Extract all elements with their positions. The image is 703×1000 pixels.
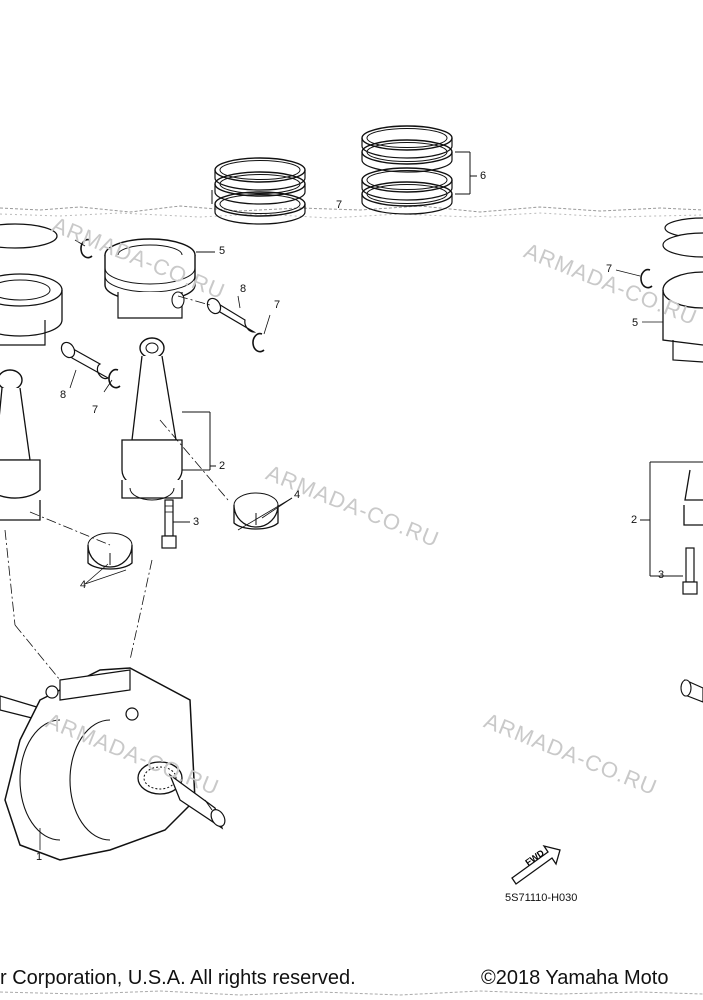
connecting-rods [0, 337, 703, 576]
torn-edge-top [0, 205, 703, 219]
fwd-arrow-icon: FWD [511, 844, 561, 885]
piston-pins [60, 295, 257, 389]
callout-8: 8 [60, 389, 67, 401]
piston-right [642, 217, 703, 363]
assembly-guide-lines [4, 295, 229, 681]
conrod-bolts [161, 499, 698, 595]
callout-7: 7 [336, 199, 343, 211]
conrod-bearings [84, 492, 293, 585]
crankshaft [0, 667, 703, 861]
callout-7: 7 [274, 299, 281, 311]
copyright-left: r Corporation, U.S.A. All rights reserve… [0, 967, 356, 989]
callout-5: 5 [219, 245, 226, 257]
diagram-code: 5S71110-H030 [505, 892, 578, 904]
piston-left [0, 223, 63, 346]
callout-1: 1 [36, 851, 43, 863]
callout-7: 7 [92, 404, 99, 416]
callout-2: 2 [219, 460, 226, 472]
piston-rings-upper [211, 125, 477, 225]
circlips [74, 238, 653, 393]
callout-4: 4 [80, 579, 87, 591]
callout-7: 7 [606, 263, 613, 275]
copyright-right: ©2018 Yamaha Moto [481, 967, 669, 989]
torn-edge-bottom [0, 990, 703, 996]
callout-4: 4 [294, 489, 301, 501]
piston-center [104, 238, 215, 319]
callout-8: 8 [240, 283, 247, 295]
callout-2: 2 [631, 514, 638, 526]
callout-3: 3 [658, 569, 665, 581]
callout-3: 3 [193, 516, 200, 528]
callout-5: 5 [632, 317, 639, 329]
callout-6: 6 [480, 170, 487, 182]
